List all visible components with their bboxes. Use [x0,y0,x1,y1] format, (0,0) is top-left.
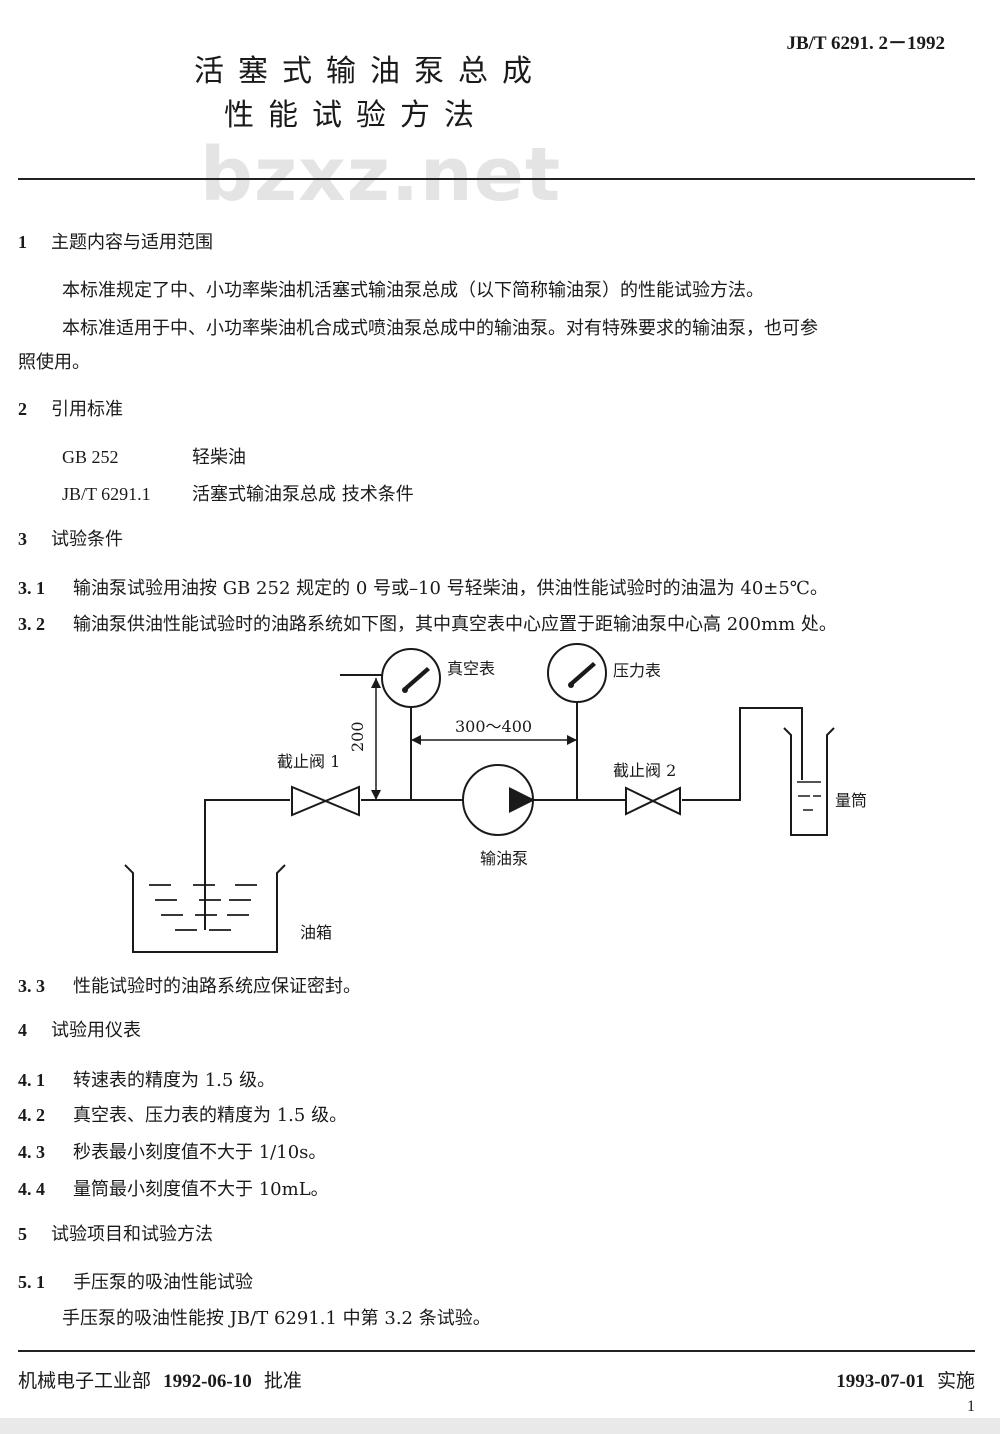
clause-number: 3. 1 [18,578,45,598]
paragraph: 本标准适用于中、小功率柴油机合成式喷油泵总成中的输油泵。对有特殊要求的输油泵，也… [62,318,818,339]
oil-tank [124,864,286,953]
paragraph: 本标准规定了中、小功率柴油机活塞式输油泵总成（以下简称输油泵）的性能试验方法。 [62,280,764,301]
valve-1-symbol [291,785,360,817]
approval-date: 1992-06-10 [163,1371,252,1392]
reference-name: 轻柴油 [192,447,246,468]
section-4-heading: 4 试验用仪表 [18,1016,141,1042]
reference-item: JB/T 6291.1 活塞式输油泵总成 技术条件 [62,480,414,506]
clause-text: 秒表最小刻度值不大于 1/10s。 [73,1142,327,1163]
clause-text: 性能试验时的油路系统应保证密封。 [73,976,361,997]
pressure-gauge [547,643,607,703]
dimension-arrow [371,678,381,688]
section-number: 4 [18,1020,27,1040]
clause-title: 手压泵的吸油性能试验 [73,1272,253,1293]
clause-number: 4. 4 [18,1179,45,1199]
clause-number: 5. 1 [18,1272,45,1292]
valve-2-symbol [625,786,681,816]
department: 机械电子工业部 [18,1370,152,1392]
dimension-arrow [371,790,381,800]
section-1-heading: 1 主题内容与适用范围 [18,228,213,254]
suction-pipe [204,799,290,930]
clause-3-2: 3. 2 输油泵供油性能试验时的油路系统如下图，其中真空表中心应置于距输油泵中心高… [18,610,837,636]
valve-1-label: 截止阀 1 [277,752,340,771]
paragraph-continued: 照使用。 [18,352,90,373]
implementation-info: 1993-07-01 实施 [836,1366,975,1393]
section-number: 5 [18,1224,27,1244]
reference-code: JB/T 6291.1 [62,484,151,504]
clause-text: 真空表、压力表的精度为 1.5 级。 [73,1105,348,1126]
clause-4-3: 4. 3 秒表最小刻度值不大于 1/10s。 [18,1138,326,1164]
valve-2-label: 截止阀 2 [613,761,676,780]
clause-4-4: 4. 4 量筒最小刻度值不大于 10mL。 [18,1175,329,1201]
pump-flow-arrow [509,787,535,813]
pressure-gauge-label: 压力表 [613,661,661,680]
clause-text: 输油泵供油性能试验时的油路系统如下图，其中真空表中心应置于距输油泵中心高 200… [73,614,837,635]
outlet-pipe [682,707,803,801]
section-number: 2 [18,399,27,419]
vacuum-gauge-needle [403,667,430,691]
section-5-heading: 5 试验项目和试验方法 [18,1220,213,1246]
cylinder-label: 量筒 [835,791,867,810]
clause-4-1: 4. 1 转速表的精度为 1.5 级。 [18,1066,275,1092]
clause-3-3: 3. 3 性能试验时的油路系统应保证密封。 [18,972,361,998]
clause-text: 量筒最小刻度值不大于 10mL。 [73,1179,329,1200]
section-number: 1 [18,232,27,252]
footer-rule [18,1350,975,1352]
header-rule [18,178,975,180]
needle-pivot [402,687,408,693]
section-3-heading: 3 试验条件 [18,525,123,551]
pressure-gauge-needle [569,662,596,686]
clause-number: 4. 1 [18,1070,45,1090]
section-title: 主题内容与适用范围 [51,232,213,253]
clause-number: 3. 3 [18,976,45,996]
clause-5-1: 5. 1 手压泵的吸油性能试验 [18,1268,253,1294]
title-line-2: 性能试验方法 [224,98,488,133]
section-title: 试验条件 [51,529,123,550]
implementation-label: 实施 [936,1370,975,1392]
implementation-date: 1993-07-01 [836,1371,925,1392]
oil-level-marks [149,884,257,931]
approval-info: 机械电子工业部 1992-06-10 批准 [18,1366,302,1393]
section-title: 试验项目和试验方法 [51,1224,213,1245]
standard-code: JB/T 6291. 2－1992 [786,33,945,54]
clause-text: 输油泵试验用油按 GB 252 规定的 0 号或–10 号轻柴油，供油性能试验时… [73,578,828,599]
clause-4-2: 4. 2 真空表、压力表的精度为 1.5 级。 [18,1101,347,1127]
title-line-1: 活塞式输油泵总成 [194,54,546,89]
clause-number: 3. 2 [18,614,45,634]
measuring-cylinder [783,727,835,836]
clause-text: 转速表的精度为 1.5 级。 [73,1070,276,1091]
reference-name: 活塞式输油泵总成 技术条件 [192,484,414,505]
pump-label: 输油泵 [480,849,528,868]
reference-code: GB 252 [62,447,119,467]
section-title: 引用标准 [51,399,123,420]
needle-pivot [568,682,574,688]
section-number: 3 [18,529,27,549]
section-2-heading: 2 引用标准 [18,395,123,421]
page-number: 1 [967,1398,975,1415]
cylinder-liquid-marks [797,781,821,811]
paragraph: 手压泵的吸油性能按 JB/T 6291.1 中第 3.2 条试验。 [62,1308,491,1329]
oil-circuit-diagram: 真空表 压力表 300～400 200 截止阀 1 截止阀 2 输油泵 量筒 油… [124,643,867,953]
vacuum-gauge-label: 真空表 [447,659,495,678]
clause-3-1: 3. 1 输油泵试验用油按 GB 252 规定的 0 号或–10 号轻柴油，供油性… [18,574,828,600]
bottom-band [0,1418,1000,1434]
vacuum-gauge [381,648,441,708]
dimension-200-label: 200 [348,721,367,752]
watermark: bzxz.net [200,132,562,218]
reference-item: GB 252 轻柴油 [62,443,246,469]
section-title: 试验用仪表 [51,1020,141,1041]
tank-label: 油箱 [300,923,332,942]
clause-number: 4. 2 [18,1105,45,1125]
approval-label: 批准 [263,1370,302,1392]
clause-number: 4. 3 [18,1142,45,1162]
dimension-300-400-label: 300～400 [455,717,532,736]
